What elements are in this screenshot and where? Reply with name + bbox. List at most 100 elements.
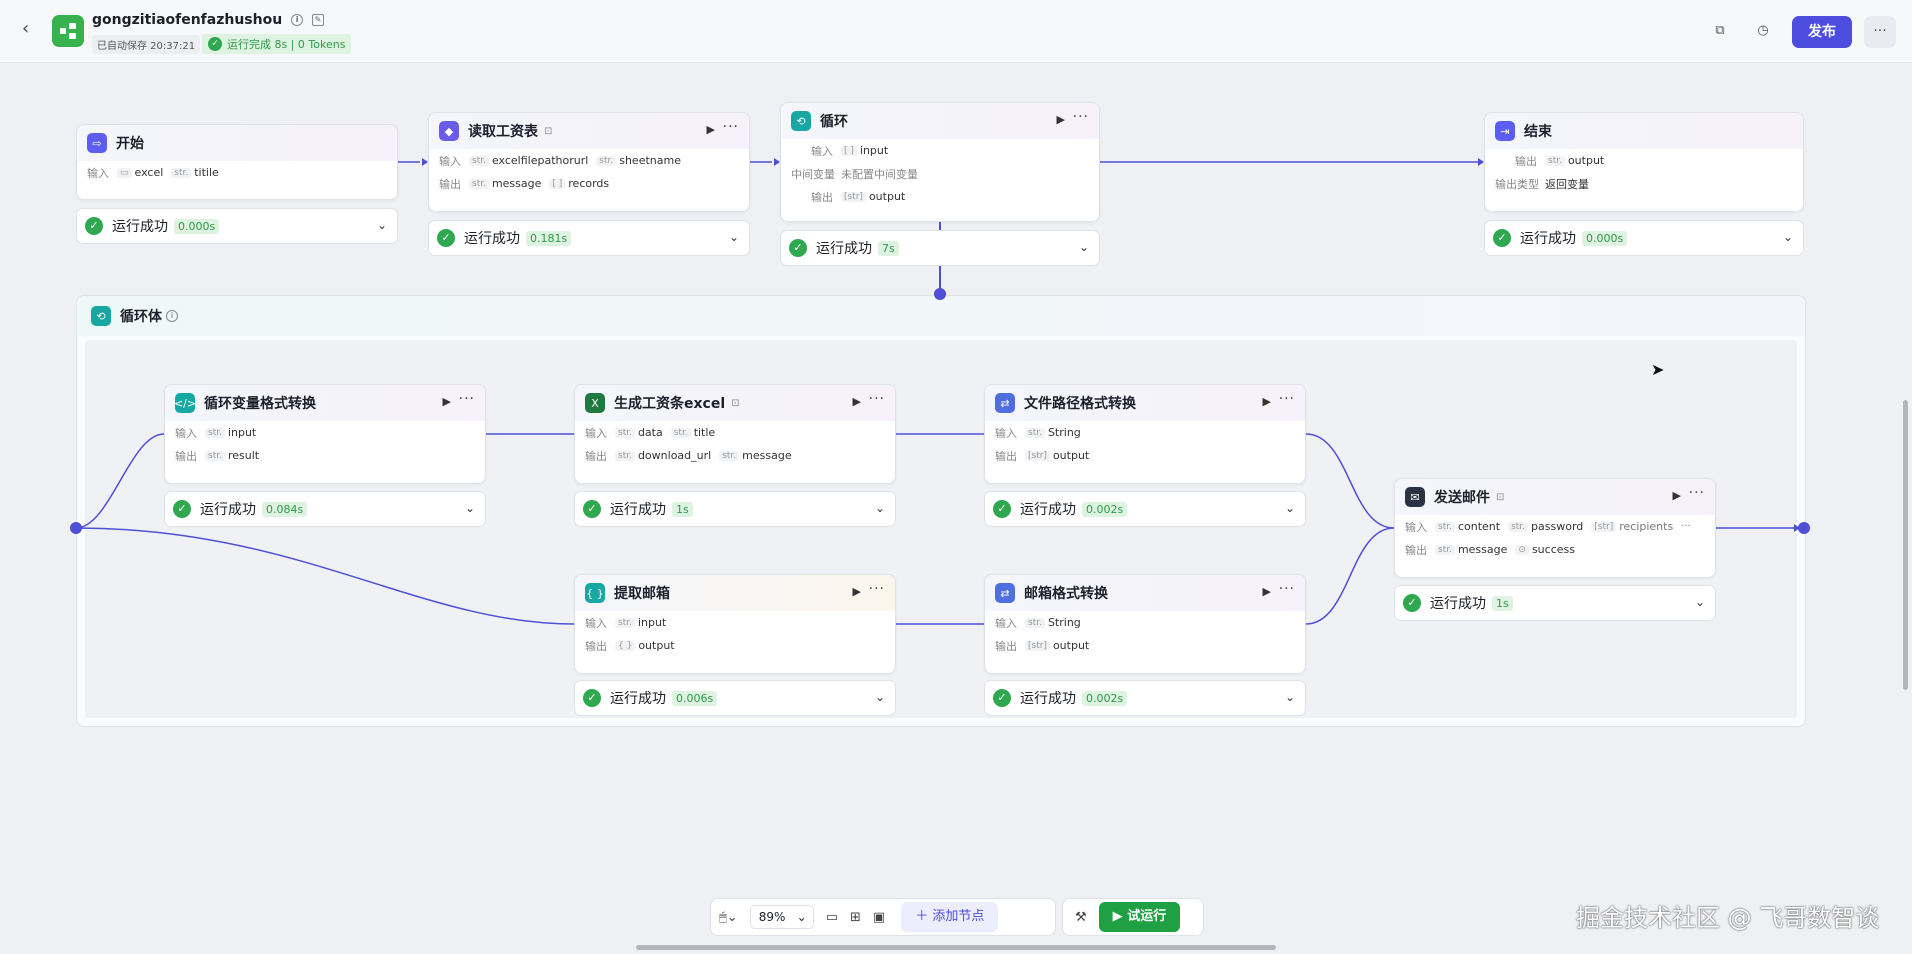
loop-body-port[interactable] — [934, 288, 946, 300]
more-icon[interactable]: ··· — [868, 581, 885, 597]
edit-icon[interactable]: ✎ — [311, 14, 324, 26]
end-icon: ⇥ — [1495, 121, 1515, 141]
node-send-mail[interactable]: ✉ 发送邮件 ⊡ ▶ ··· 输入 str.content str.passwo… — [1394, 478, 1716, 578]
plugin-icon: ⊡ — [544, 125, 553, 137]
node-title: 文件路径格式转换 — [1024, 396, 1136, 412]
status-email-convert[interactable]: ✓ 运行成功 0.002s ⌄ — [984, 680, 1306, 716]
node-inputs: 输入 [ ]input — [811, 144, 889, 158]
run-play-icon[interactable]: ▶ — [852, 585, 861, 598]
node-header: ✉ 发送邮件 ⊡ ▶ ··· — [1395, 479, 1715, 515]
copy-icon[interactable]: ⧉ — [1715, 23, 1725, 38]
wrench-icon[interactable]: ⚒ — [1075, 909, 1087, 925]
chevron-down-icon[interactable]: ⌄ — [874, 501, 885, 515]
run-play-icon[interactable]: ▶ — [442, 395, 451, 408]
node-var-convert[interactable]: </> 循环变量格式转换 ▶ ··· 输入 str.input 输出 str.r… — [164, 384, 486, 484]
more-icon[interactable]: ··· — [1278, 391, 1295, 407]
chevron-down-icon[interactable]: ⌄ — [376, 218, 387, 232]
status-end[interactable]: ✓ 运行成功 0.000s ⌄ — [1484, 220, 1804, 256]
more-icon[interactable]: ··· — [1688, 485, 1705, 501]
chevron-down-icon[interactable]: ⌄ — [874, 690, 885, 704]
more-icon[interactable]: ··· — [722, 119, 739, 135]
cube-icon: ◆ — [439, 121, 459, 141]
status-path-convert[interactable]: ✓ 运行成功 0.002s ⌄ — [984, 491, 1306, 527]
status-loop[interactable]: ✓ 运行成功 7s ⌄ — [780, 230, 1100, 266]
node-middle-vars: 中间变量 未配置中间变量 — [791, 167, 918, 181]
node-start[interactable]: ⇨ 开始 输入 ▭excel str.titile — [76, 124, 398, 200]
vertical-scrollbar[interactable] — [1903, 400, 1908, 690]
node-title: 提取邮箱 — [614, 586, 670, 602]
node-inputs: 输入 str.excelfilepathorurl str.sheetname — [439, 154, 681, 168]
horizontal-scrollbar[interactable] — [636, 945, 1276, 950]
chevron-down-icon[interactable]: ⌄ — [728, 230, 739, 244]
back-arrow-icon[interactable]: ‹ — [22, 18, 30, 39]
run-play-icon[interactable]: ▶ — [1262, 585, 1271, 598]
node-inputs: 输入 str.data str.title — [585, 426, 716, 440]
node-title: 结束 — [1524, 124, 1552, 140]
run-play-icon[interactable]: ▶ — [1056, 113, 1065, 126]
status-var-convert[interactable]: ✓ 运行成功 0.084s ⌄ — [164, 491, 486, 527]
add-node-button[interactable]: ＋ 添加节点 — [901, 902, 999, 932]
node-gen-excel[interactable]: X 生成工资条excel ⊡ ▶ ··· 输入 str.data str.tit… — [574, 384, 896, 484]
chevron-down-icon[interactable]: ⌄ — [1284, 690, 1295, 704]
more-icon[interactable]: ··· — [458, 391, 475, 407]
node-inputs: 输入 str.String — [995, 616, 1081, 630]
zoom-select[interactable]: 89% ⌄ — [749, 905, 814, 929]
check-icon: ✓ — [583, 500, 601, 518]
node-header: ⟲ 循环 ▶ ··· — [781, 103, 1099, 139]
status-send-mail[interactable]: ✓ 运行成功 1s ⌄ — [1394, 585, 1716, 621]
mouse-mode-icon[interactable]: 🖱⌄ — [719, 909, 738, 925]
folder-icon: ▭ — [117, 167, 132, 178]
more-menu-button[interactable]: ··· — [1864, 16, 1896, 48]
node-loop[interactable]: ⟲ 循环 ▶ ··· 输入 [ ]input 中间变量 未配置中间变量 输出 [… — [780, 102, 1100, 222]
node-email-convert[interactable]: ⇄ 邮箱格式转换 ▶ ··· 输入 str.String 输出 [str]out… — [984, 574, 1306, 674]
info-icon[interactable]: i — [166, 310, 178, 322]
layout-grid-icon[interactable]: ⊞ — [850, 909, 861, 925]
node-header: ◆ 读取工资表 ⊡ ▶ ··· — [429, 113, 749, 149]
run-play-icon[interactable]: ▶ — [706, 123, 715, 136]
loop-icon: ⟲ — [91, 306, 111, 326]
loop-end-port[interactable] — [1798, 522, 1810, 534]
more-icon[interactable]: ··· — [1072, 109, 1089, 125]
node-title: 邮箱格式转换 — [1024, 586, 1108, 602]
node-outputs: 输出 str.download_url str.message — [585, 449, 792, 463]
node-outputs: 输出 str.result — [175, 449, 260, 463]
trial-run-button[interactable]: ▶ 试运行 — [1098, 902, 1181, 932]
convert-icon: ⇄ — [995, 583, 1015, 603]
more-inputs-icon[interactable]: ··· — [1681, 521, 1691, 532]
node-end[interactable]: ⇥ 结束 输出 str.output 输出类型 返回变量 — [1484, 112, 1804, 212]
status-extract-email[interactable]: ✓ 运行成功 0.006s ⌄ — [574, 680, 896, 716]
run-play-icon[interactable]: ▶ — [1672, 489, 1681, 502]
status-read-salary[interactable]: ✓ 运行成功 0.181s ⌄ — [428, 220, 750, 256]
node-extract-email[interactable]: { } 提取邮箱 ▶ ··· 输入 str.input 输出 { }output — [574, 574, 896, 674]
minimap-icon[interactable]: ▣ — [872, 909, 886, 925]
more-icon[interactable]: ··· — [868, 391, 885, 407]
check-icon: ✓ — [583, 689, 601, 707]
check-icon: ✓ — [993, 500, 1011, 518]
node-outputs: 输出 [str]output — [811, 190, 906, 204]
node-header: { } 提取邮箱 ▶ ··· — [575, 575, 895, 611]
chevron-down-icon[interactable]: ⌄ — [464, 501, 475, 515]
publish-button[interactable]: 发布 — [1792, 16, 1852, 48]
run-status-badge: ✓ 运行完成 8s | 0 Tokens — [202, 34, 352, 54]
comment-icon[interactable]: ▭ — [825, 909, 838, 925]
loop-start-port[interactable] — [70, 522, 82, 534]
run-play-icon[interactable]: ▶ — [852, 395, 861, 408]
code-icon: </> — [174, 393, 196, 413]
check-icon: ✓ — [437, 229, 455, 247]
status-gen-excel[interactable]: ✓ 运行成功 1s ⌄ — [574, 491, 896, 527]
status-start[interactable]: ✓ 运行成功 0.000s ⌄ — [76, 208, 398, 244]
history-clock-icon[interactable]: ◷ — [1757, 23, 1769, 38]
run-play-icon[interactable]: ▶ — [1262, 395, 1271, 408]
watermark: 掘金技术社区 @ 飞哥数智谈 — [1576, 904, 1880, 932]
chevron-down-icon[interactable]: ⌄ — [1284, 501, 1295, 515]
node-outputs: 输出 [str]output — [995, 639, 1090, 653]
chevron-down-icon[interactable]: ⌄ — [1782, 230, 1793, 244]
more-icon[interactable]: ··· — [1278, 581, 1295, 597]
info-icon[interactable]: i — [291, 14, 304, 26]
node-header: ⇨ 开始 — [77, 125, 397, 161]
node-path-convert[interactable]: ⇄ 文件路径格式转换 ▶ ··· 输入 str.String 输出 [str]o… — [984, 384, 1306, 484]
node-inputs: 输入 str.content str.password [str]recipie… — [1405, 520, 1691, 534]
node-read-salary[interactable]: ◆ 读取工资表 ⊡ ▶ ··· 输入 str.excelfilepathorur… — [428, 112, 750, 212]
chevron-down-icon[interactable]: ⌄ — [1078, 240, 1089, 254]
chevron-down-icon[interactable]: ⌄ — [1694, 595, 1705, 609]
